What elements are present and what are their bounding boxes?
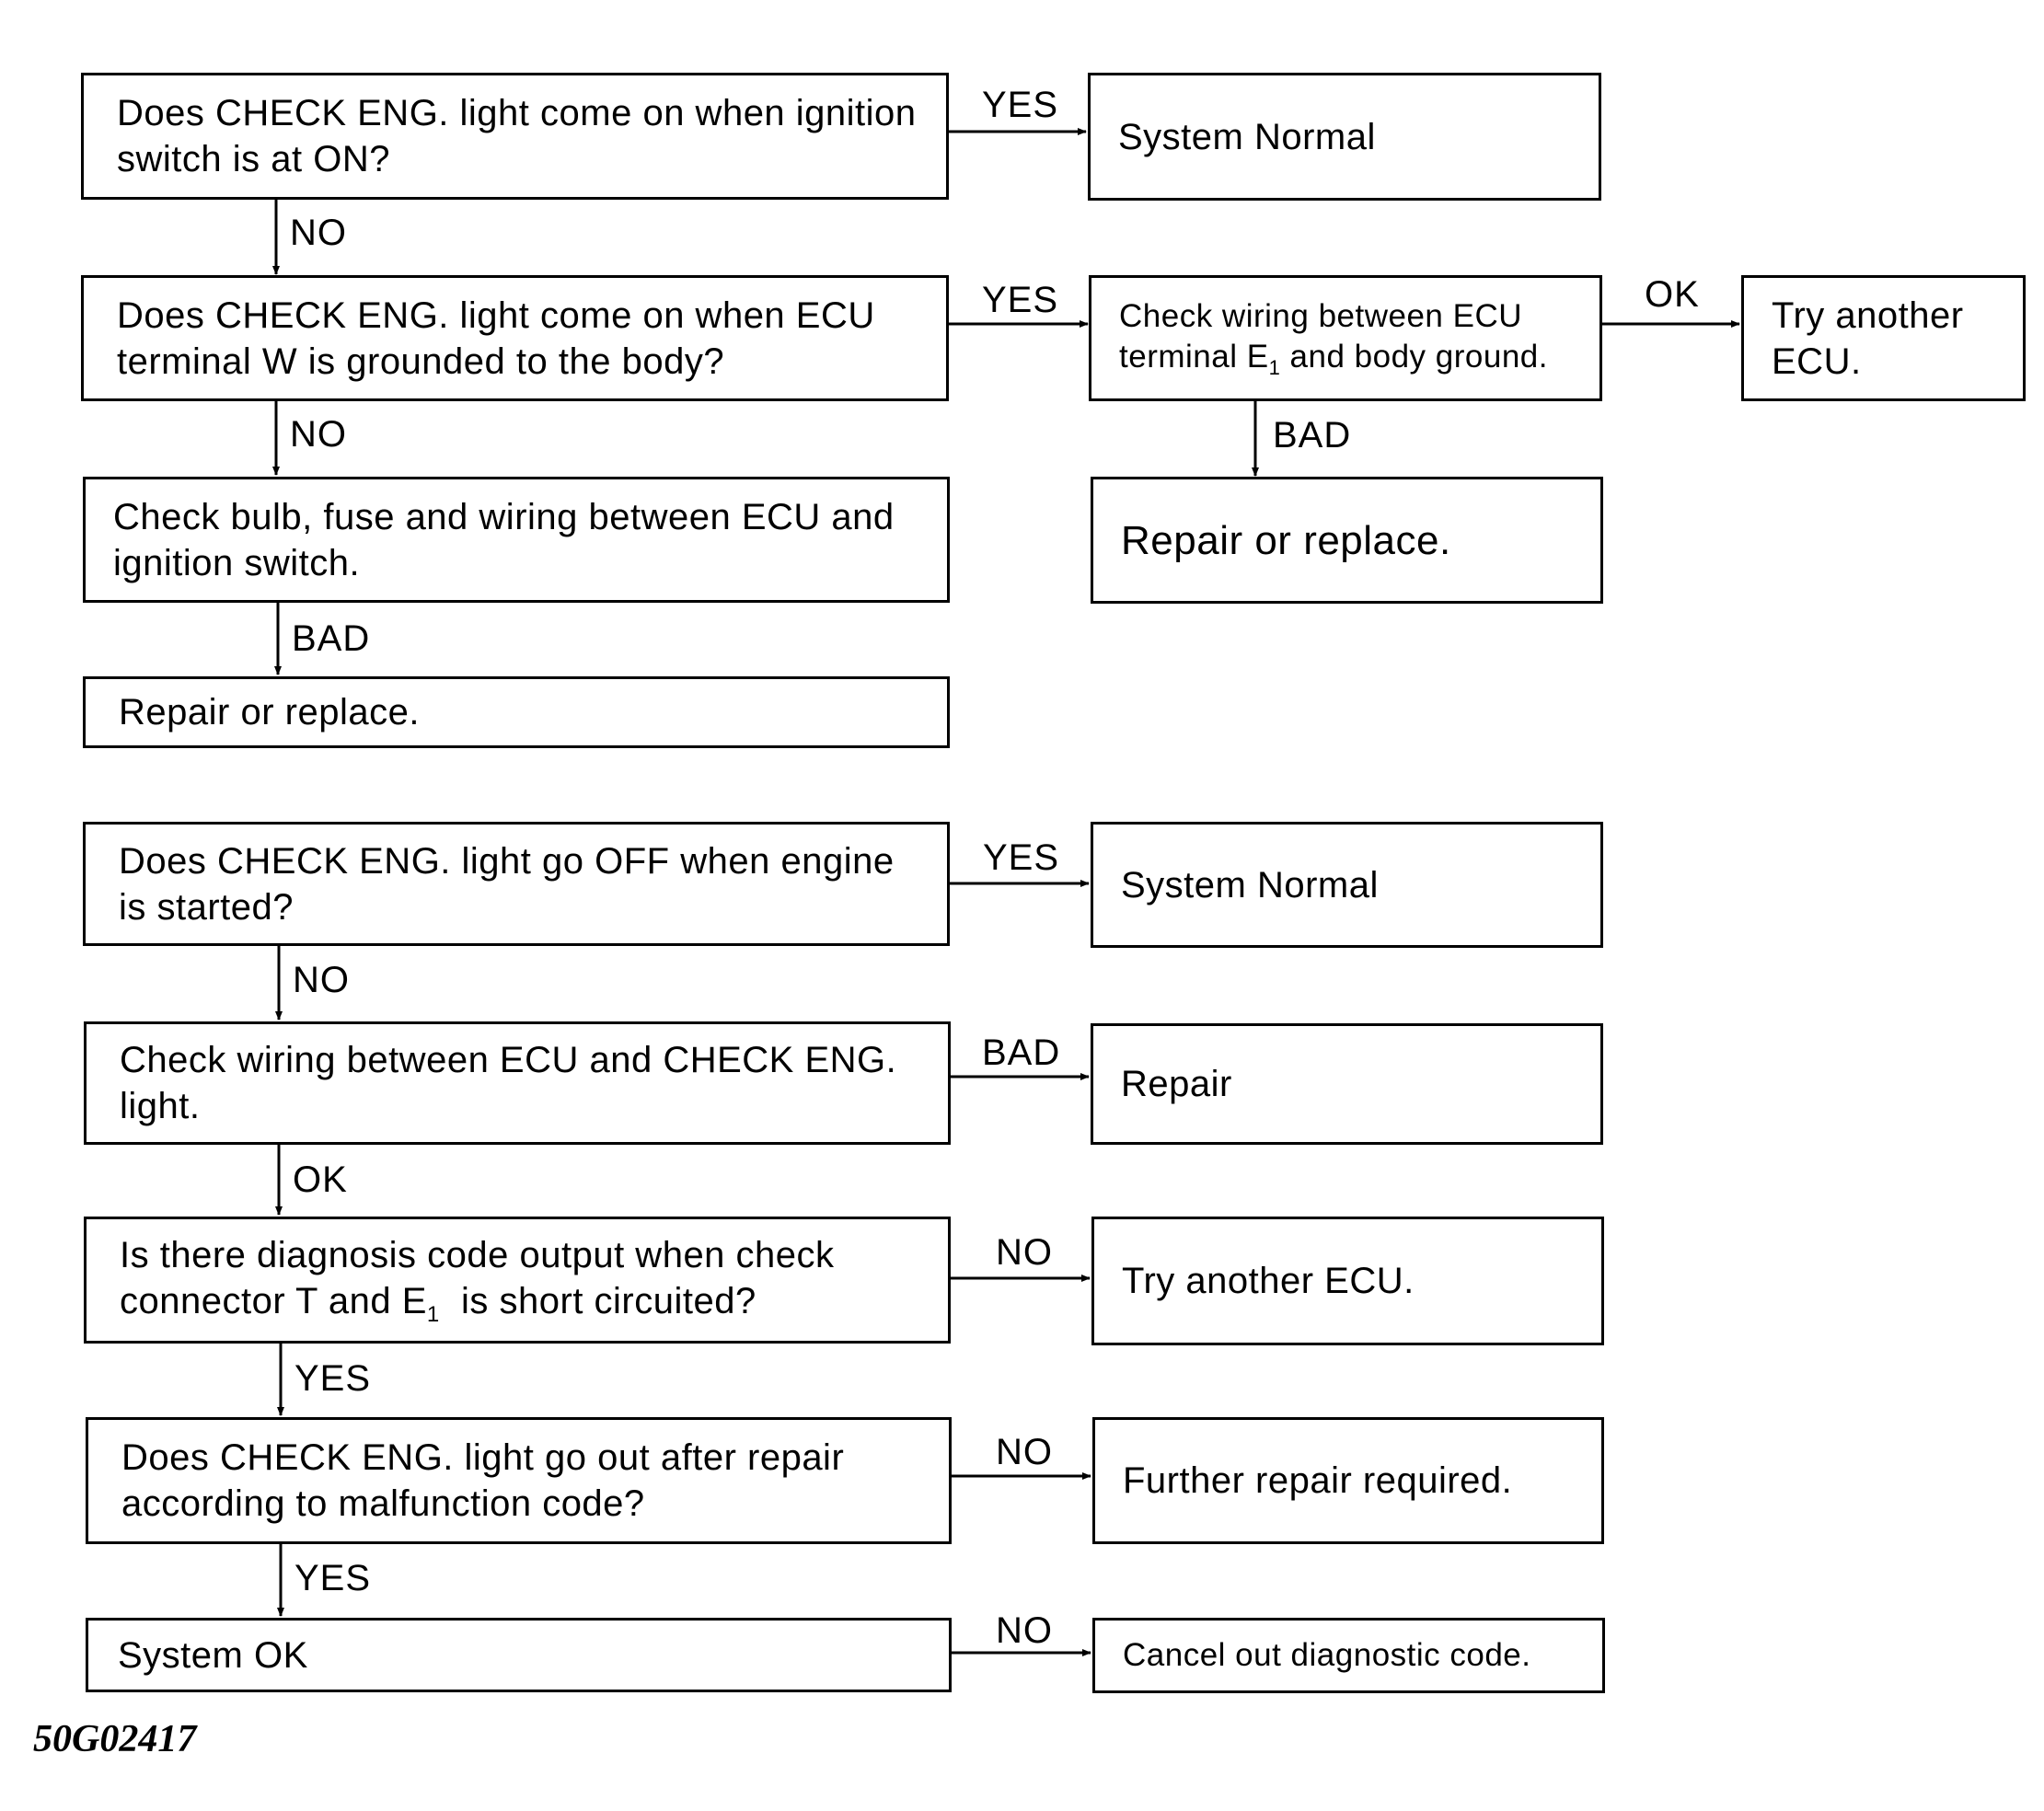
system-ok-box: System OK [86, 1618, 952, 1692]
check-wiring-light-box: Check wiring between ECU and CHECK ENG. … [84, 1021, 951, 1145]
label-q2-no: NO [290, 414, 347, 455]
label-q4-yes: YES [294, 1358, 372, 1399]
label-wiring-bad: BAD [982, 1032, 1061, 1073]
question-light-off-started: Does CHECK ENG. light go OFF when engine… [83, 822, 950, 946]
label-wiring-ok: OK [293, 1159, 348, 1200]
system-normal-box-1: System Normal [1088, 73, 1601, 201]
check-wiring-e1-box: Check wiring between ECU terminal E1 and… [1089, 275, 1602, 401]
check-wiring-e1-text: Check wiring between ECU terminal E1 and… [1119, 297, 1548, 379]
figure-id: 50G02417 [33, 1718, 197, 1760]
label-q2-yes: YES [982, 280, 1059, 320]
label-ok-no: NO [996, 1610, 1053, 1651]
question-terminal-w-grounded: Does CHECK ENG. light come on when ECU t… [81, 275, 949, 401]
label-q5-yes: YES [294, 1558, 372, 1598]
question-diagnosis-code-text: Is there diagnosis code output when chec… [120, 1234, 835, 1327]
try-another-ecu-box-1: Try another ECU. [1741, 275, 2026, 401]
system-normal-box-2: System Normal [1091, 822, 1603, 948]
try-another-ecu-box-2: Try another ECU. [1091, 1217, 1604, 1345]
label-q4-no: NO [996, 1232, 1053, 1273]
label-q5-no: NO [996, 1432, 1053, 1472]
question-ignition-on: Does CHECK ENG. light come on when ignit… [81, 73, 949, 200]
question-light-out-after-repair: Does CHECK ENG. light go out after repai… [86, 1417, 952, 1544]
label-q1-no: NO [290, 213, 347, 253]
label-q1-yes: YES [982, 85, 1059, 125]
further-repair-box: Further repair required. [1092, 1417, 1604, 1544]
repair-or-replace-box-2: Repair or replace. [1091, 477, 1603, 604]
cancel-diagnostic-code-box: Cancel out diagnostic code. [1092, 1618, 1605, 1693]
repair-or-replace-box-1: Repair or replace. [83, 676, 950, 748]
repair-box: Repair [1091, 1023, 1603, 1145]
label-e1-ok: OK [1645, 274, 1700, 315]
question-diagnosis-code-output: Is there diagnosis code output when chec… [84, 1217, 951, 1344]
check-bulb-fuse-wiring-box: Check bulb, fuse and wiring between ECU … [83, 477, 950, 603]
label-q3-yes: YES [983, 837, 1060, 878]
label-q3-no: NO [293, 960, 350, 1000]
label-e1-bad: BAD [1273, 415, 1352, 456]
label-bulb-bad: BAD [292, 618, 371, 659]
